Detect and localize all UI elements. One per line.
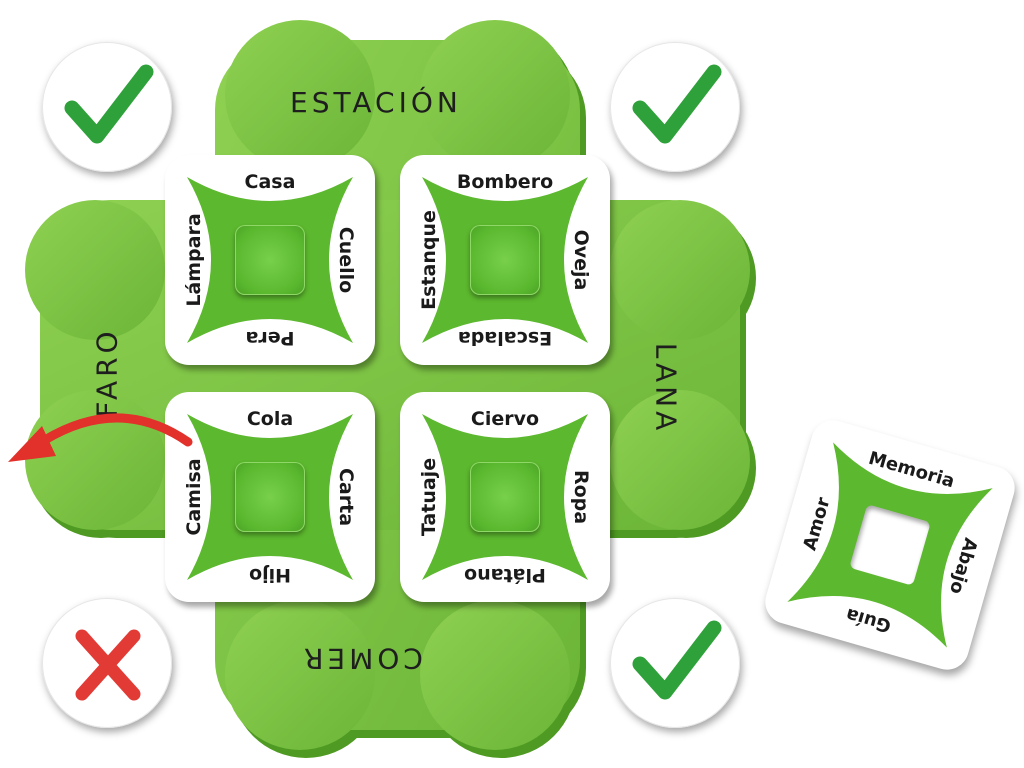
card-word-left: Lámpara — [183, 213, 205, 307]
word-card-top-left[interactable]: Casa Cuello Pera Lámpara — [165, 155, 375, 365]
card-word-bottom: Hijo — [249, 564, 291, 586]
cross-icon — [75, 629, 141, 701]
card-word-right: Cuello — [335, 226, 357, 294]
card-word-top: Casa — [244, 171, 296, 193]
clue-right: LANA — [649, 342, 683, 435]
card-center-square — [235, 225, 305, 295]
check-icon — [64, 64, 154, 144]
clue-bottom: COMER — [300, 642, 423, 675]
word-card-top-right[interactable]: Bombero Oveja Escalada Estanque — [400, 155, 610, 365]
card-word-right: Oveja — [570, 229, 592, 291]
word-card-bottom-left[interactable]: Cola Carta Hijo Camisa — [165, 392, 375, 602]
card-word-left: Tatuaje — [418, 457, 440, 537]
check-icon — [632, 620, 722, 700]
clue-top: ESTACIÓN — [290, 86, 462, 119]
card-center-square — [470, 225, 540, 295]
card-word-top: Cola — [246, 408, 294, 430]
curved-arrow-icon — [8, 413, 193, 462]
check-mark-bottom-right — [610, 598, 740, 728]
card-word-right: Ropa — [570, 469, 592, 525]
card-word-right: Carta — [335, 467, 357, 527]
card-word-top: Ciervo — [470, 408, 540, 430]
spare-word-card[interactable]: Memoria Abajo Guía Amor — [760, 415, 1020, 675]
word-card-bottom-right[interactable]: Ciervo Ropa Plátano Tatuaje — [400, 392, 610, 602]
check-mark-top-left — [42, 42, 172, 172]
check-mark-top-right — [610, 42, 740, 172]
card-word-bottom: Escalada — [457, 327, 553, 349]
check-icon — [632, 64, 722, 144]
card-word-bottom: Plátano — [464, 564, 546, 586]
card-word-bottom: Pera — [245, 327, 295, 349]
card-center-square — [470, 462, 540, 532]
card-center-square — [235, 462, 305, 532]
card-word-top: Bombero — [456, 171, 554, 193]
card-word-left: Estanque — [418, 210, 440, 310]
cross-mark-bottom-left — [42, 598, 172, 728]
